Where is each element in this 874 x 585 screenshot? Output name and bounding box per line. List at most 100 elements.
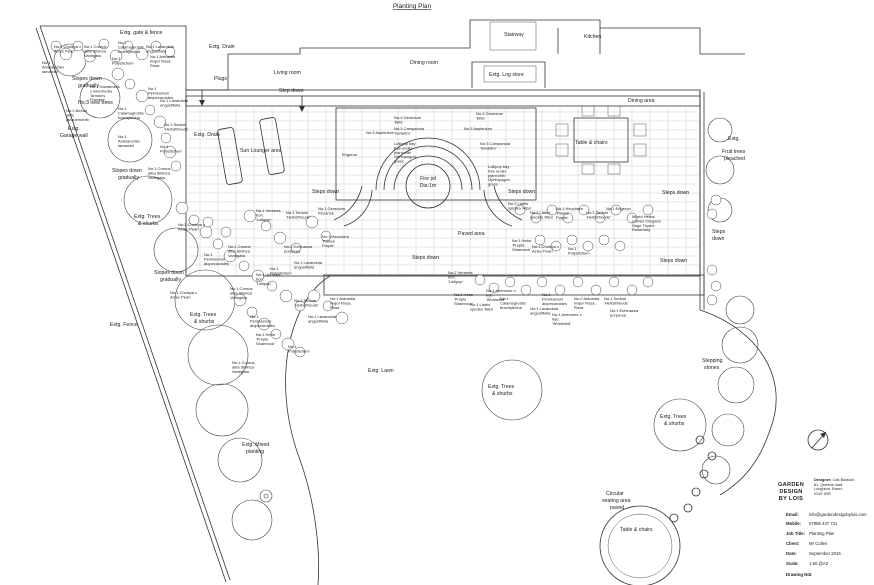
plant-symbol	[598, 234, 610, 246]
label-trees-4b: & shurbs	[664, 421, 685, 427]
label-table-chairs: Table & chairs	[575, 140, 608, 146]
plant-symbol	[706, 294, 718, 306]
client-label: Client:	[786, 541, 800, 546]
house-outline	[185, 19, 745, 91]
plant-symbol	[626, 284, 638, 296]
trees	[53, 43, 759, 541]
dining-table	[555, 105, 647, 175]
tree-canopy	[721, 326, 759, 364]
label-kitchen: Kitchen	[584, 34, 601, 40]
plant-symbol	[124, 78, 136, 90]
plant-symbol	[153, 115, 167, 129]
tree-canopy	[725, 295, 755, 325]
plant-symbol	[594, 212, 606, 224]
plant-label: Erigeron	[342, 152, 357, 157]
plant-symbol	[144, 104, 156, 116]
plant-symbol	[534, 234, 546, 246]
label-garage-2: Garage wall	[60, 133, 88, 139]
label-drain-1: Extg. Drain	[209, 44, 235, 50]
label-trees-2b: & shurbs	[194, 319, 215, 325]
label-fence: Extg. Fence	[110, 322, 138, 328]
plant-symbol	[199, 225, 213, 239]
plant-symbol	[223, 249, 237, 263]
plant-label: No:1 Sedum'Herbstfreude'	[294, 298, 319, 307]
plant-symbol	[710, 194, 722, 206]
sun-loungers	[217, 117, 285, 185]
plant-symbol	[83, 49, 97, 63]
plant-symbol	[260, 220, 272, 232]
stepping-stone	[699, 469, 709, 479]
drawing-no-label: Drawing No:	[786, 572, 812, 577]
label-stepping-2: stones	[704, 365, 720, 371]
plant-symbol	[175, 201, 189, 215]
sun-lounger-2	[259, 117, 285, 175]
plant-symbol	[281, 337, 295, 351]
plant-symbol	[608, 276, 620, 288]
date-value: September 2016	[809, 551, 841, 556]
plant-symbol	[72, 40, 84, 52]
plant-symbol	[251, 269, 265, 283]
email-label: Email:	[786, 512, 799, 517]
plant-symbol	[98, 38, 110, 50]
tree-canopy	[653, 398, 707, 452]
plan-title: Planting Plan	[393, 3, 432, 10]
plant-symbol	[305, 215, 319, 229]
label-lawn: Extg. Lawn	[368, 368, 394, 374]
plant-symbol	[610, 204, 622, 216]
plant-symbol	[520, 284, 532, 296]
paving-area	[185, 89, 701, 277]
label-drain-2: Extg. Drain	[194, 132, 220, 138]
label-dining-room: Dining room	[410, 60, 438, 66]
label-trees-3a: Extg. Trees	[488, 384, 515, 390]
plant-symbol	[188, 214, 200, 226]
plant-symbol	[642, 276, 654, 288]
plant-symbol	[135, 47, 149, 61]
label-steps-right-1: Steps	[712, 229, 726, 235]
plant-label: No:3 Campanula'Sarastro'	[480, 141, 511, 150]
lawn-edge	[285, 275, 777, 585]
label-step-down-4: Steps down	[662, 190, 689, 196]
plant-symbol	[504, 276, 516, 288]
label-stepping-1: Stepping	[702, 358, 723, 364]
plant-symbol	[550, 240, 562, 252]
plant-symbol	[474, 274, 486, 286]
label-step-down-5: Steps down	[412, 255, 439, 261]
plant-symbol	[536, 276, 548, 288]
plant-symbol	[566, 234, 578, 246]
designer-name: Lois Bostock	[832, 478, 855, 482]
plant-symbol	[554, 284, 566, 296]
plant-label: No:1 Sedum'Herbstfreude'	[164, 122, 189, 131]
stepping-stone	[669, 513, 679, 523]
plant-symbol	[111, 67, 125, 81]
plant-symbol	[322, 300, 334, 312]
logo-line-3: BY LOIS	[778, 496, 804, 502]
label-step-down-1: Step down	[279, 88, 304, 94]
plant-symbol	[266, 280, 278, 292]
plant-label: No:3 Asplenium	[366, 130, 395, 135]
plant-symbol	[164, 46, 176, 58]
job-title-value: Planting Plan	[809, 531, 835, 536]
